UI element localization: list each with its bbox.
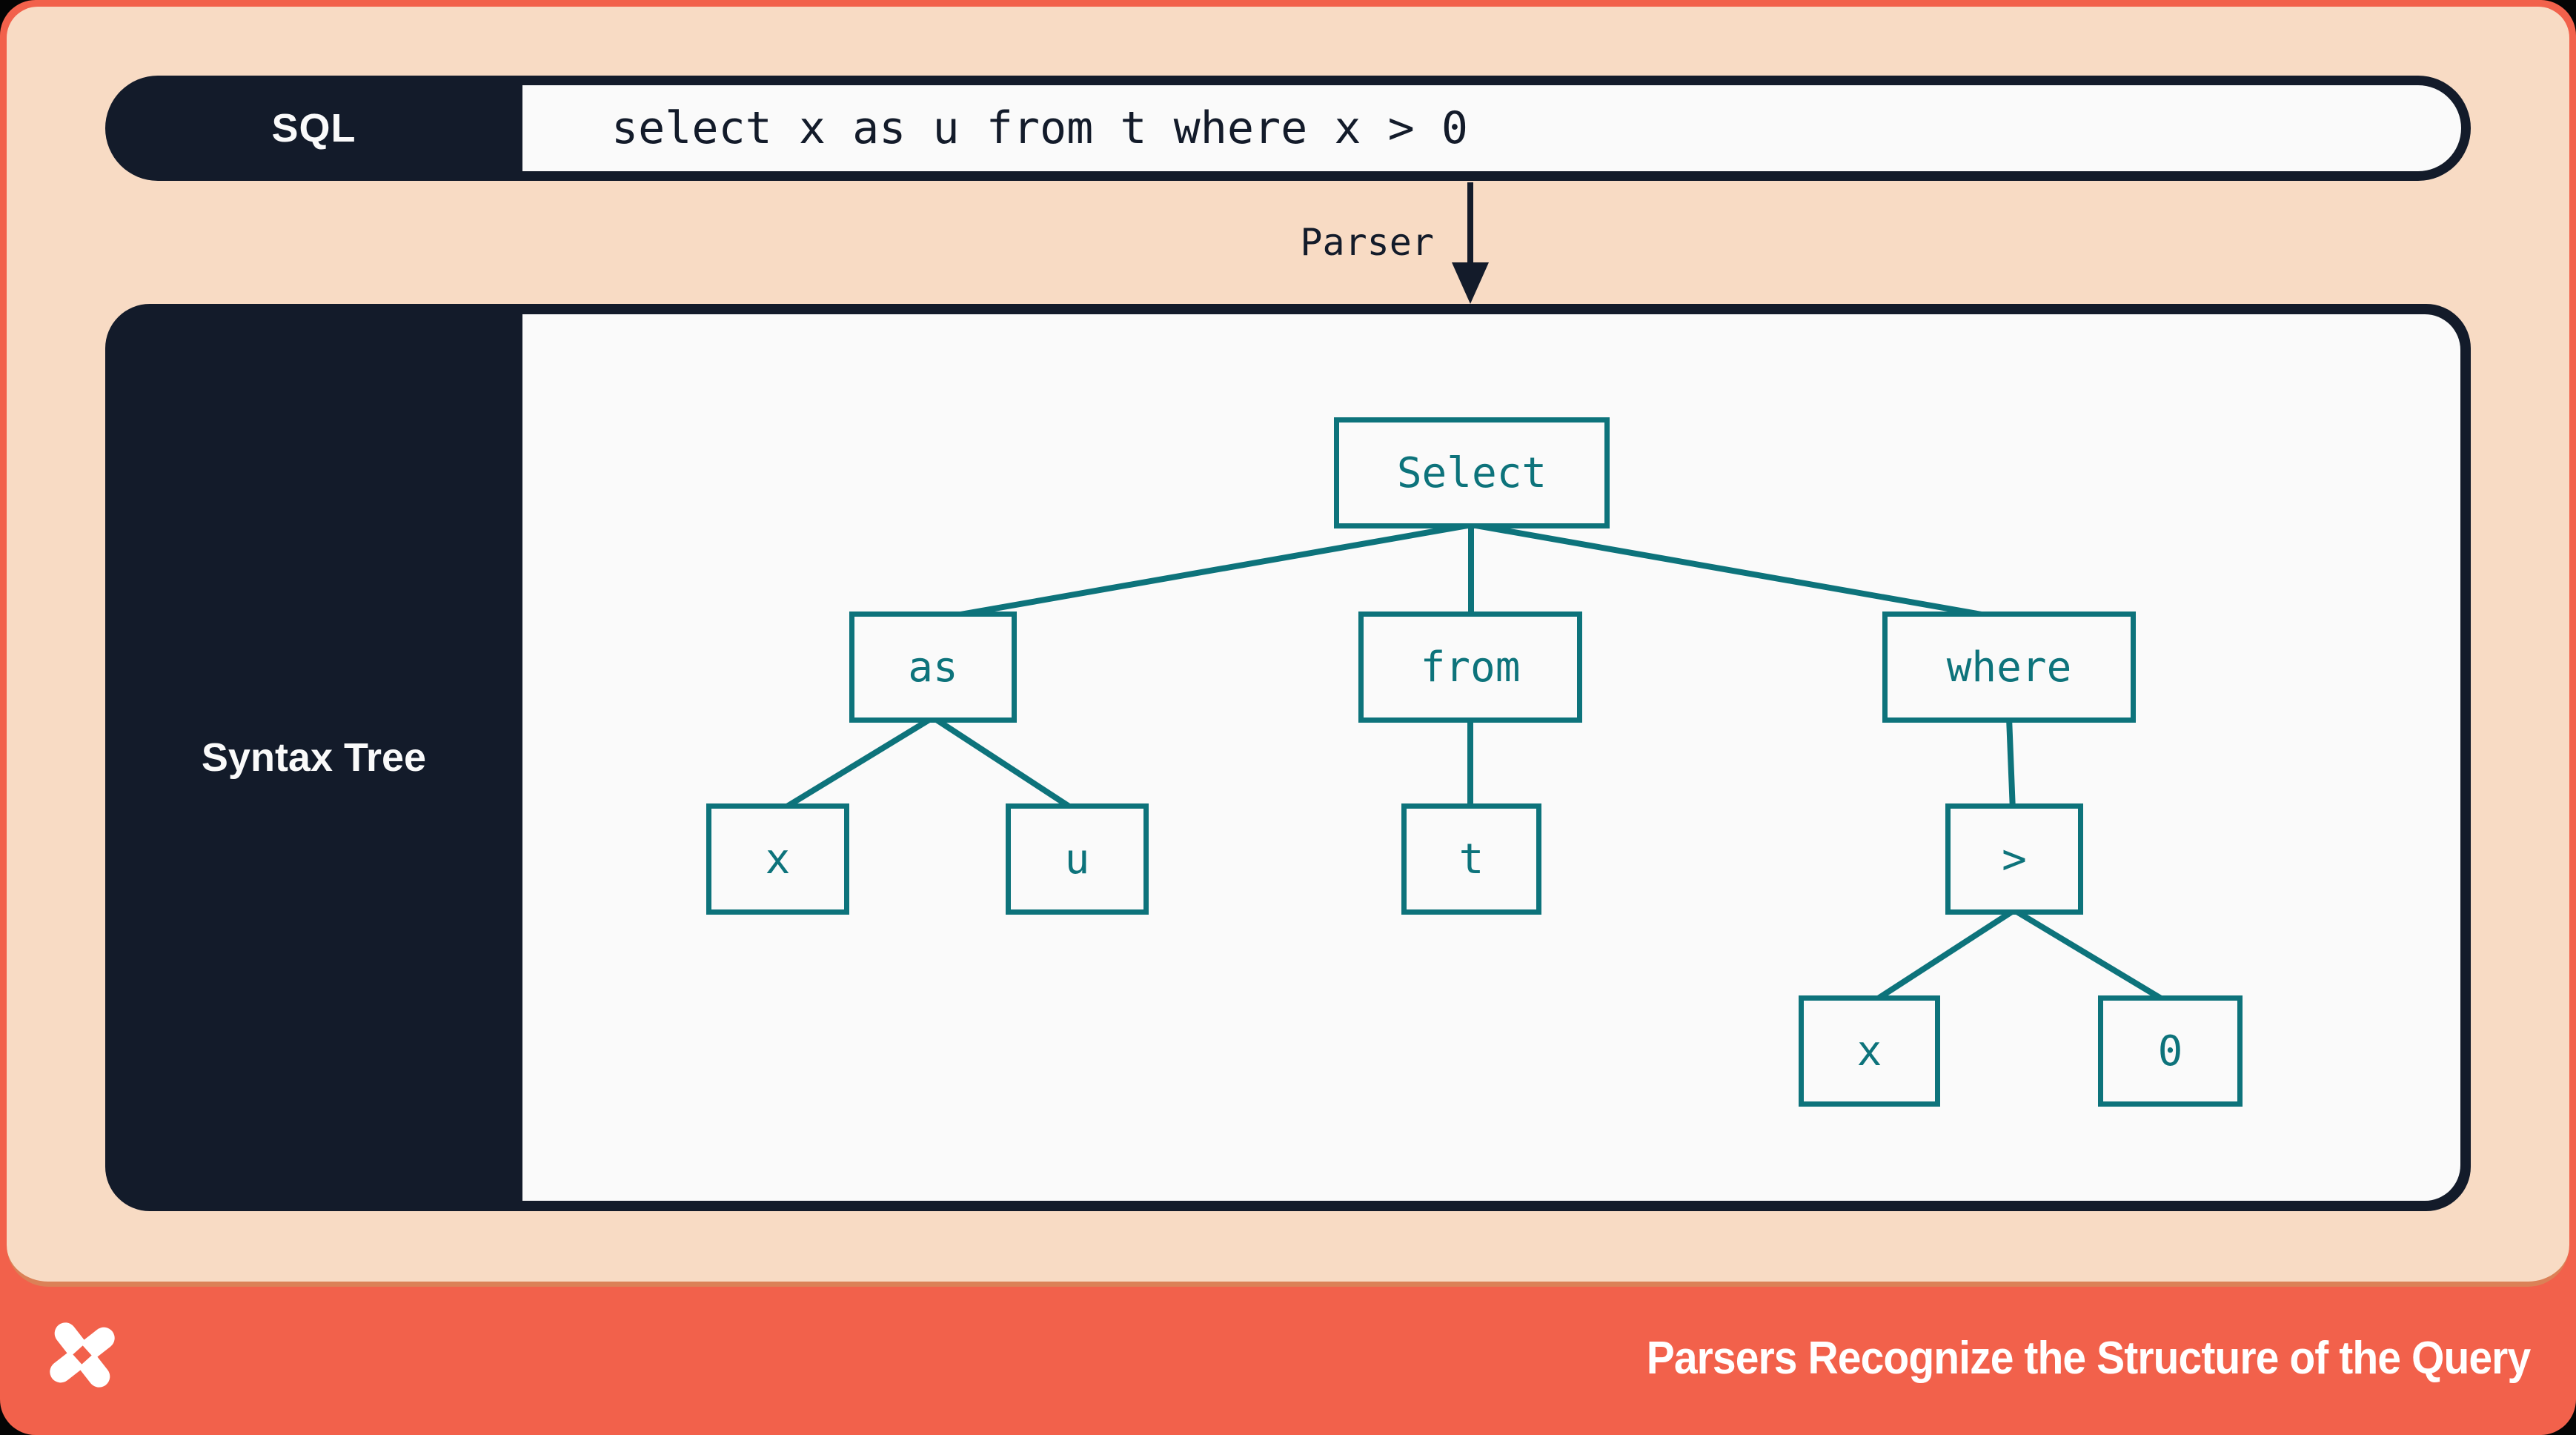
syntax-tree-panel-label: Syntax Tree	[201, 735, 427, 780]
tree-node-where: where	[1882, 612, 2136, 723]
tree-node-u: u	[1006, 803, 1149, 915]
tree-node-select: Select	[1334, 417, 1610, 528]
tree-node-from: from	[1358, 612, 1582, 723]
tree-node-x-alias: x	[706, 803, 849, 915]
sql-query-text: select x as u from t where x > 0	[522, 85, 2461, 171]
sql-bar-label: SQL	[271, 106, 356, 150]
dolt-pinwheel-x-logo-icon	[50, 1322, 115, 1388]
syntax-tree-panel: Syntax Tree	[105, 304, 2471, 1211]
sql-bar: SQL select x as u from t where x > 0	[105, 76, 2471, 181]
tree-node-as: as	[849, 612, 1017, 723]
tree-node-zero: 0	[2098, 995, 2243, 1107]
parser-label: Parser	[1300, 221, 1434, 264]
tree-node-t: t	[1401, 803, 1541, 915]
tree-node-x-cond: x	[1799, 995, 1940, 1107]
tree-node-greater-than: >	[1945, 803, 2083, 915]
slide-title: Parsers Recognize the Structure of the Q…	[1646, 1332, 2530, 1384]
